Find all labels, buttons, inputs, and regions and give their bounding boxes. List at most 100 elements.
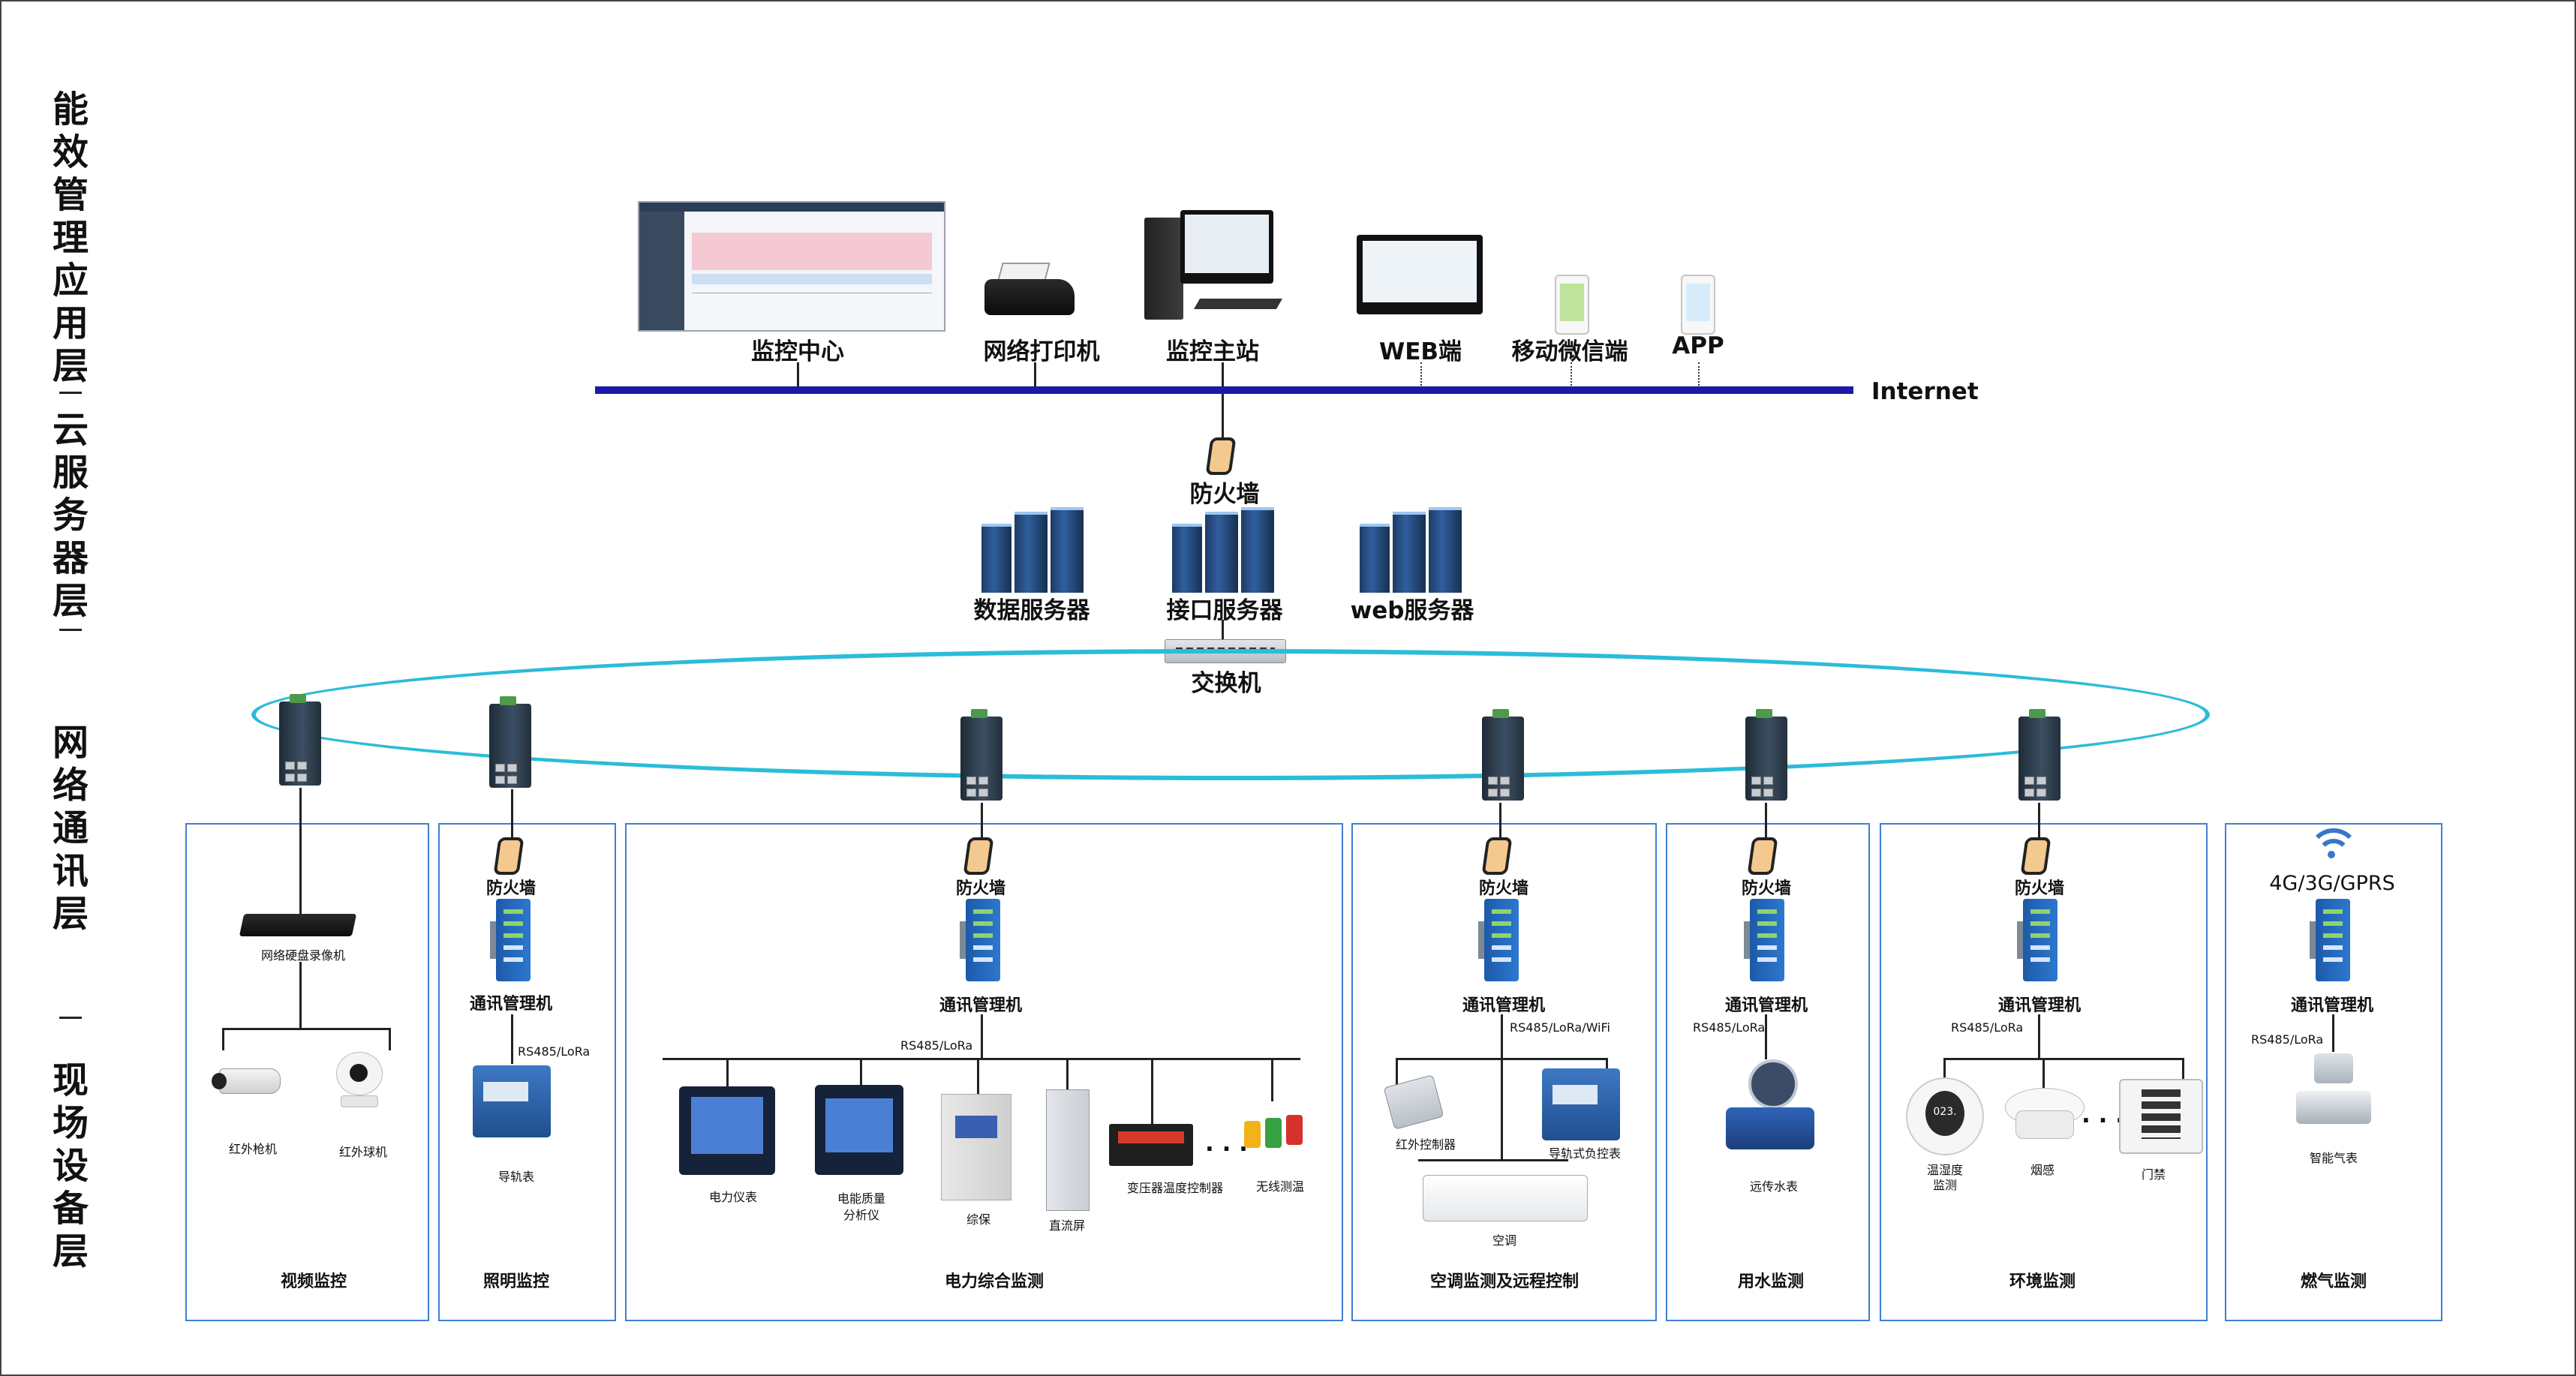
wireless-temp-label: 无线测温: [1255, 1179, 1305, 1194]
section-hvac: [1351, 823, 1657, 1321]
layer-separator: [59, 1017, 82, 1019]
lighting-title: 照明监控: [482, 1272, 550, 1291]
firewall-label: 防火墙: [1741, 879, 1792, 898]
connector: [1222, 620, 1224, 639]
printer-icon: [984, 263, 1076, 317]
connector: [1606, 1058, 1608, 1071]
connector: [1765, 1014, 1767, 1059]
firewall-icon: [1481, 837, 1513, 875]
firewall-icon: [2020, 837, 2051, 875]
gas-meter-icon: [2296, 1053, 2371, 1140]
comm-manager-label: 通讯管理机: [469, 995, 553, 1014]
connector: [977, 1058, 979, 1094]
access-control-label: 门禁: [2141, 1167, 2166, 1182]
analyzer-icon: [815, 1085, 903, 1175]
air-conditioner-label: 空调: [1492, 1233, 1517, 1248]
bus-label: RS485/LoRa: [2251, 1032, 2324, 1047]
env-ellipsis: · · ·: [2082, 1107, 2124, 1134]
dome-camera-label: 红外球机: [338, 1145, 388, 1159]
power-meter-icon: [679, 1086, 775, 1175]
dome-camera-icon: [335, 1052, 383, 1107]
interface-server-icon: [1172, 507, 1276, 593]
temp-humidity-display: 023.: [1925, 1091, 1964, 1136]
rail-controller-label: 导轨式负控表: [1548, 1146, 1622, 1161]
connector: [299, 962, 302, 1029]
smoke-detector-label: 烟感: [2030, 1163, 2055, 1177]
web-server-label: web服务器: [1350, 597, 1474, 624]
app-phone-icon: [1681, 275, 1715, 335]
connector: [511, 1014, 513, 1064]
industrial-switch-icon: [1745, 709, 1787, 801]
bus-label: RS485/LoRa: [1951, 1020, 2024, 1035]
firewall-label: 防火墙: [1478, 879, 1529, 898]
firewall-icon: [1747, 837, 1778, 875]
connector: [1151, 1058, 1153, 1124]
web-server-icon: [1360, 507, 1463, 593]
main-station-icon: [1144, 210, 1283, 323]
internet-label: Internet: [1871, 378, 1979, 405]
section-gas: [2225, 823, 2442, 1321]
connector: [981, 803, 983, 837]
connector: [1034, 362, 1036, 389]
firewall-icon: [963, 837, 994, 875]
connector: [726, 1058, 729, 1086]
protection-relay-label: 综保: [966, 1212, 991, 1227]
connector: [222, 1028, 224, 1050]
firewall-label: 防火墙: [485, 879, 537, 898]
connector: [1222, 394, 1224, 437]
nvr-label: 网络硬盘录像机: [260, 948, 346, 963]
connector: [389, 1028, 391, 1050]
connector: [2042, 1058, 2045, 1088]
power-meter-label: 电力仪表: [708, 1190, 758, 1204]
comm-manager-icon: [960, 899, 1000, 981]
connector: [2038, 803, 2040, 837]
protection-relay-icon: [941, 1094, 1011, 1200]
layer-label-cloud: 云服务器层: [52, 409, 89, 622]
bus-label: RS485/LoRa/WiFi: [1510, 1020, 1610, 1035]
monitor-center-screen: [638, 201, 945, 332]
firewall-label: 防火墙: [2014, 879, 2065, 898]
hvac-title: 空调监测及远程控制: [1429, 1272, 1580, 1291]
rail-meter-label: 导轨表: [497, 1170, 535, 1184]
power-ellipsis: · · ·: [1205, 1136, 1248, 1163]
bullet-camera-icon: [212, 1065, 287, 1100]
comm-manager-label: 通讯管理机: [2290, 996, 2374, 1015]
dc-panel-label: 直流屏: [1048, 1218, 1086, 1233]
firewall-icon: [1205, 437, 1237, 475]
wireless-temp-sensors-icon: [1244, 1103, 1304, 1167]
network-ring: [251, 649, 2210, 780]
bullet-camera-label: 红外枪机: [228, 1142, 278, 1156]
analyzer-label-line1: 电能质量: [837, 1191, 886, 1206]
firewall-icon: [493, 837, 525, 875]
rail-meter-icon: [473, 1065, 551, 1137]
data-server-icon: [981, 507, 1085, 593]
connector: [1396, 1058, 1398, 1088]
connector: [1499, 803, 1501, 837]
connector: [2038, 1014, 2040, 1059]
rail-controller-icon: [1542, 1068, 1620, 1140]
web-label: WEB端: [1379, 338, 1462, 365]
layer-label-field: 现场设备层: [52, 1059, 89, 1272]
internet-backbone: [595, 386, 1853, 394]
interface-server-label: 接口服务器: [1166, 597, 1283, 624]
connector: [2182, 1058, 2184, 1080]
water-meter-icon: [1726, 1059, 1814, 1158]
connector: [1501, 1014, 1503, 1059]
air-conditioner-icon: [1423, 1175, 1588, 1221]
connector: [2332, 1014, 2334, 1052]
main-station-label: 监控主站: [1166, 338, 1259, 365]
comm-manager-icon: [1744, 899, 1784, 981]
temp-humidity-sensor-icon: 023.: [1906, 1077, 1984, 1155]
layer-label-network: 网络通讯层: [52, 722, 89, 935]
wechat-phone-icon: [1555, 275, 1589, 335]
wechat-label: 移动微信端: [1511, 338, 1628, 365]
gas-meter-label: 智能气表: [2309, 1151, 2358, 1165]
power-title: 电力综合监测: [944, 1272, 1045, 1291]
section-power: [625, 823, 1343, 1321]
industrial-switch-icon: [2018, 709, 2060, 801]
section-environment: [1880, 823, 2208, 1321]
industrial-switch-icon: [279, 694, 321, 786]
industrial-switch-icon: [1482, 709, 1524, 801]
firewall-label: 防火墙: [1189, 481, 1260, 508]
